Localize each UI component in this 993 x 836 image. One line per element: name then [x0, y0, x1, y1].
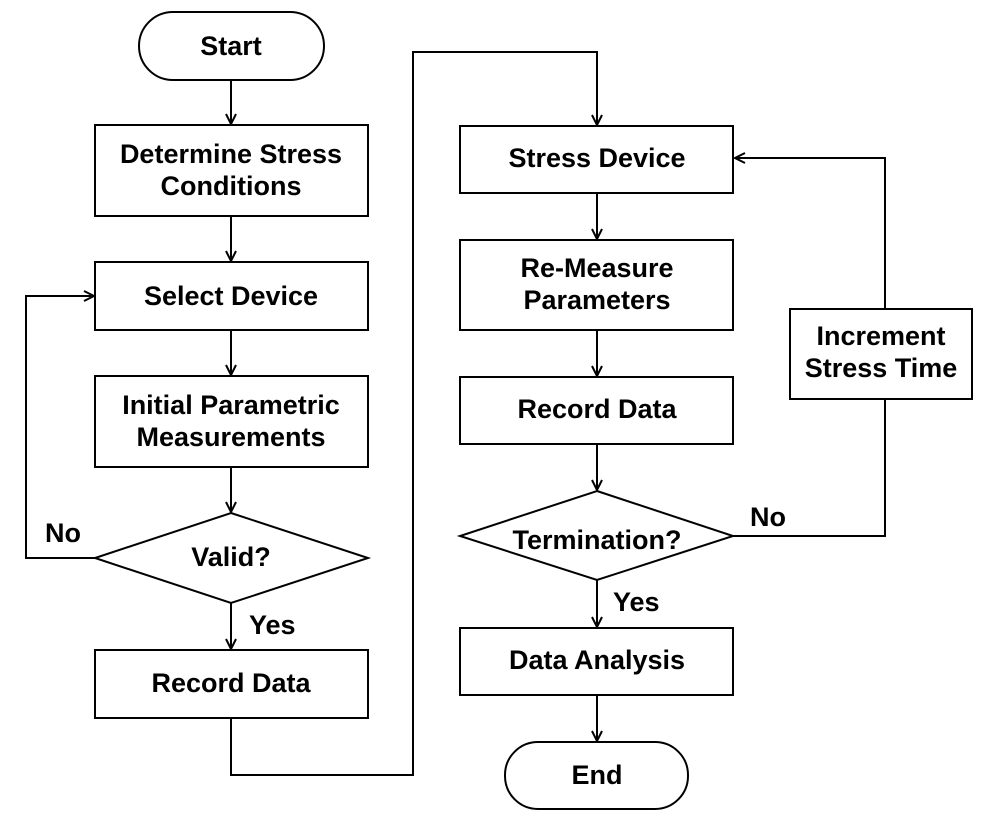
valid-label: Valid? — [191, 542, 271, 572]
remeasure-label-line2: Parameters — [523, 285, 670, 315]
determine-stress-box — [94, 124, 369, 217]
record-data-left-box — [94, 649, 369, 719]
increment-stress-label-line2: Stress Time — [805, 353, 958, 383]
edge-increment-to-stress — [735, 158, 886, 308]
edge-valid-no-loop — [25, 296, 95, 559]
remeasure-label-line1: Re-Measure — [520, 253, 673, 283]
remeasure-box — [459, 239, 734, 331]
initial-measurements-box — [94, 375, 369, 468]
select-device-label: Select Device — [144, 281, 318, 311]
valid-no-label: No — [45, 518, 81, 548]
increment-stress-box — [789, 308, 973, 400]
termination-yes-label: Yes — [613, 587, 660, 617]
start-terminal — [138, 11, 325, 81]
stress-device-label: Stress Device — [508, 143, 685, 173]
termination-label: Termination? — [512, 525, 681, 555]
edge-record-left-to-stress — [230, 51, 597, 776]
increment-stress-label-line1: Increment — [816, 321, 945, 351]
determine-stress-label-line2: Conditions — [161, 171, 302, 201]
valid-yes-label: Yes — [249, 610, 296, 640]
termination-decision — [456, 489, 737, 582]
record-data-left-label: Record Data — [151, 668, 311, 698]
valid-decision — [91, 511, 372, 605]
data-analysis-box — [459, 627, 734, 696]
select-device-box — [94, 261, 369, 331]
edge-termination-no-to-increment — [733, 399, 886, 537]
termination-no-label: No — [750, 502, 786, 532]
initial-measurements-label-line2: Measurements — [136, 422, 325, 452]
stress-device-box — [459, 125, 734, 194]
end-terminal — [504, 741, 689, 810]
initial-measurements-label-line1: Initial Parametric — [122, 390, 340, 420]
record-data-right-label: Record Data — [517, 394, 677, 424]
record-data-right-box — [459, 376, 734, 445]
data-analysis-label: Data Analysis — [509, 645, 685, 675]
end-label: End — [572, 760, 623, 790]
start-label: Start — [200, 31, 262, 61]
determine-stress-label-line1: Determine Stress — [120, 139, 342, 169]
